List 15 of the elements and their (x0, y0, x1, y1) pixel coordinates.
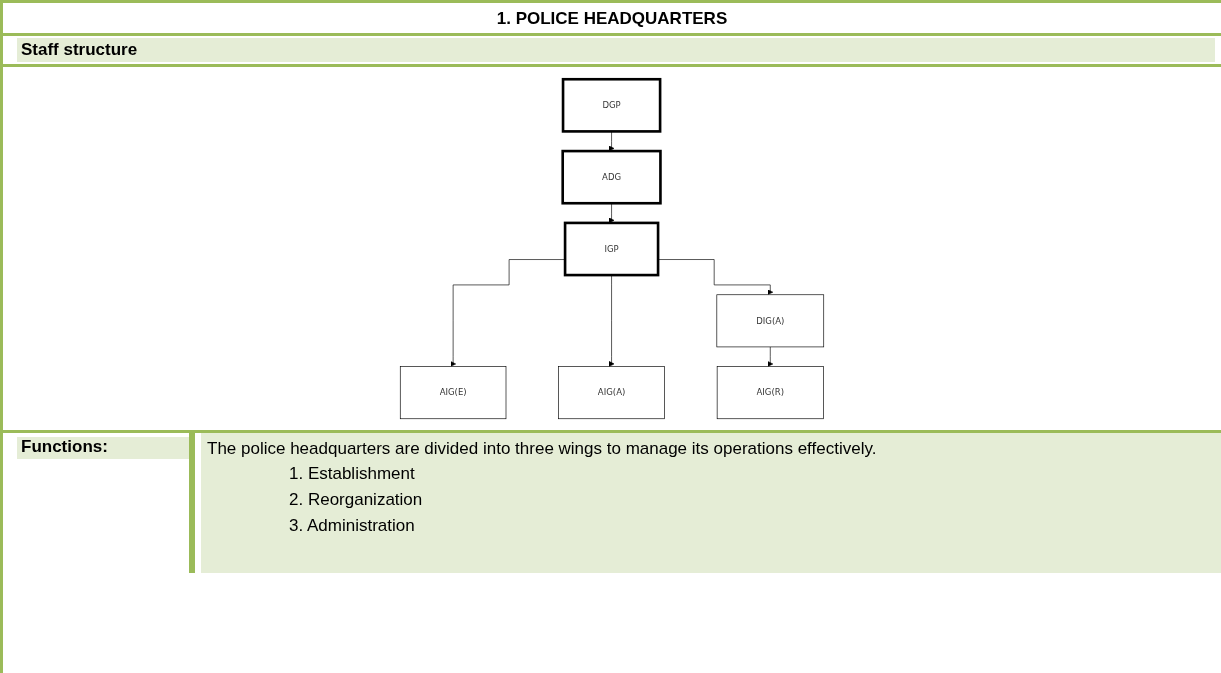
org-chart: DGP ADG IGP DIG(A) AIG(E) AIG(A) AIG(R) (262, 73, 962, 424)
node-box (563, 221, 660, 276)
node-box (558, 365, 665, 419)
table-heading: 1. POLICE HEADQUARTERS (495, 8, 729, 30)
node-box (716, 293, 825, 347)
node-box (561, 149, 662, 205)
row-heading: Functions: (17, 437, 189, 459)
node-box (399, 365, 507, 419)
list-item: 3. Administration (289, 515, 416, 537)
list-item: 2. Reorganization (289, 489, 424, 511)
node-box (716, 365, 824, 419)
description-text: The police headquarters are divided into three wings to manage its operations effectively. (207, 438, 878, 460)
node-box (561, 77, 662, 133)
list-item: 1. Establishment (289, 463, 416, 485)
section-heading: Staff structure (17, 38, 1215, 62)
